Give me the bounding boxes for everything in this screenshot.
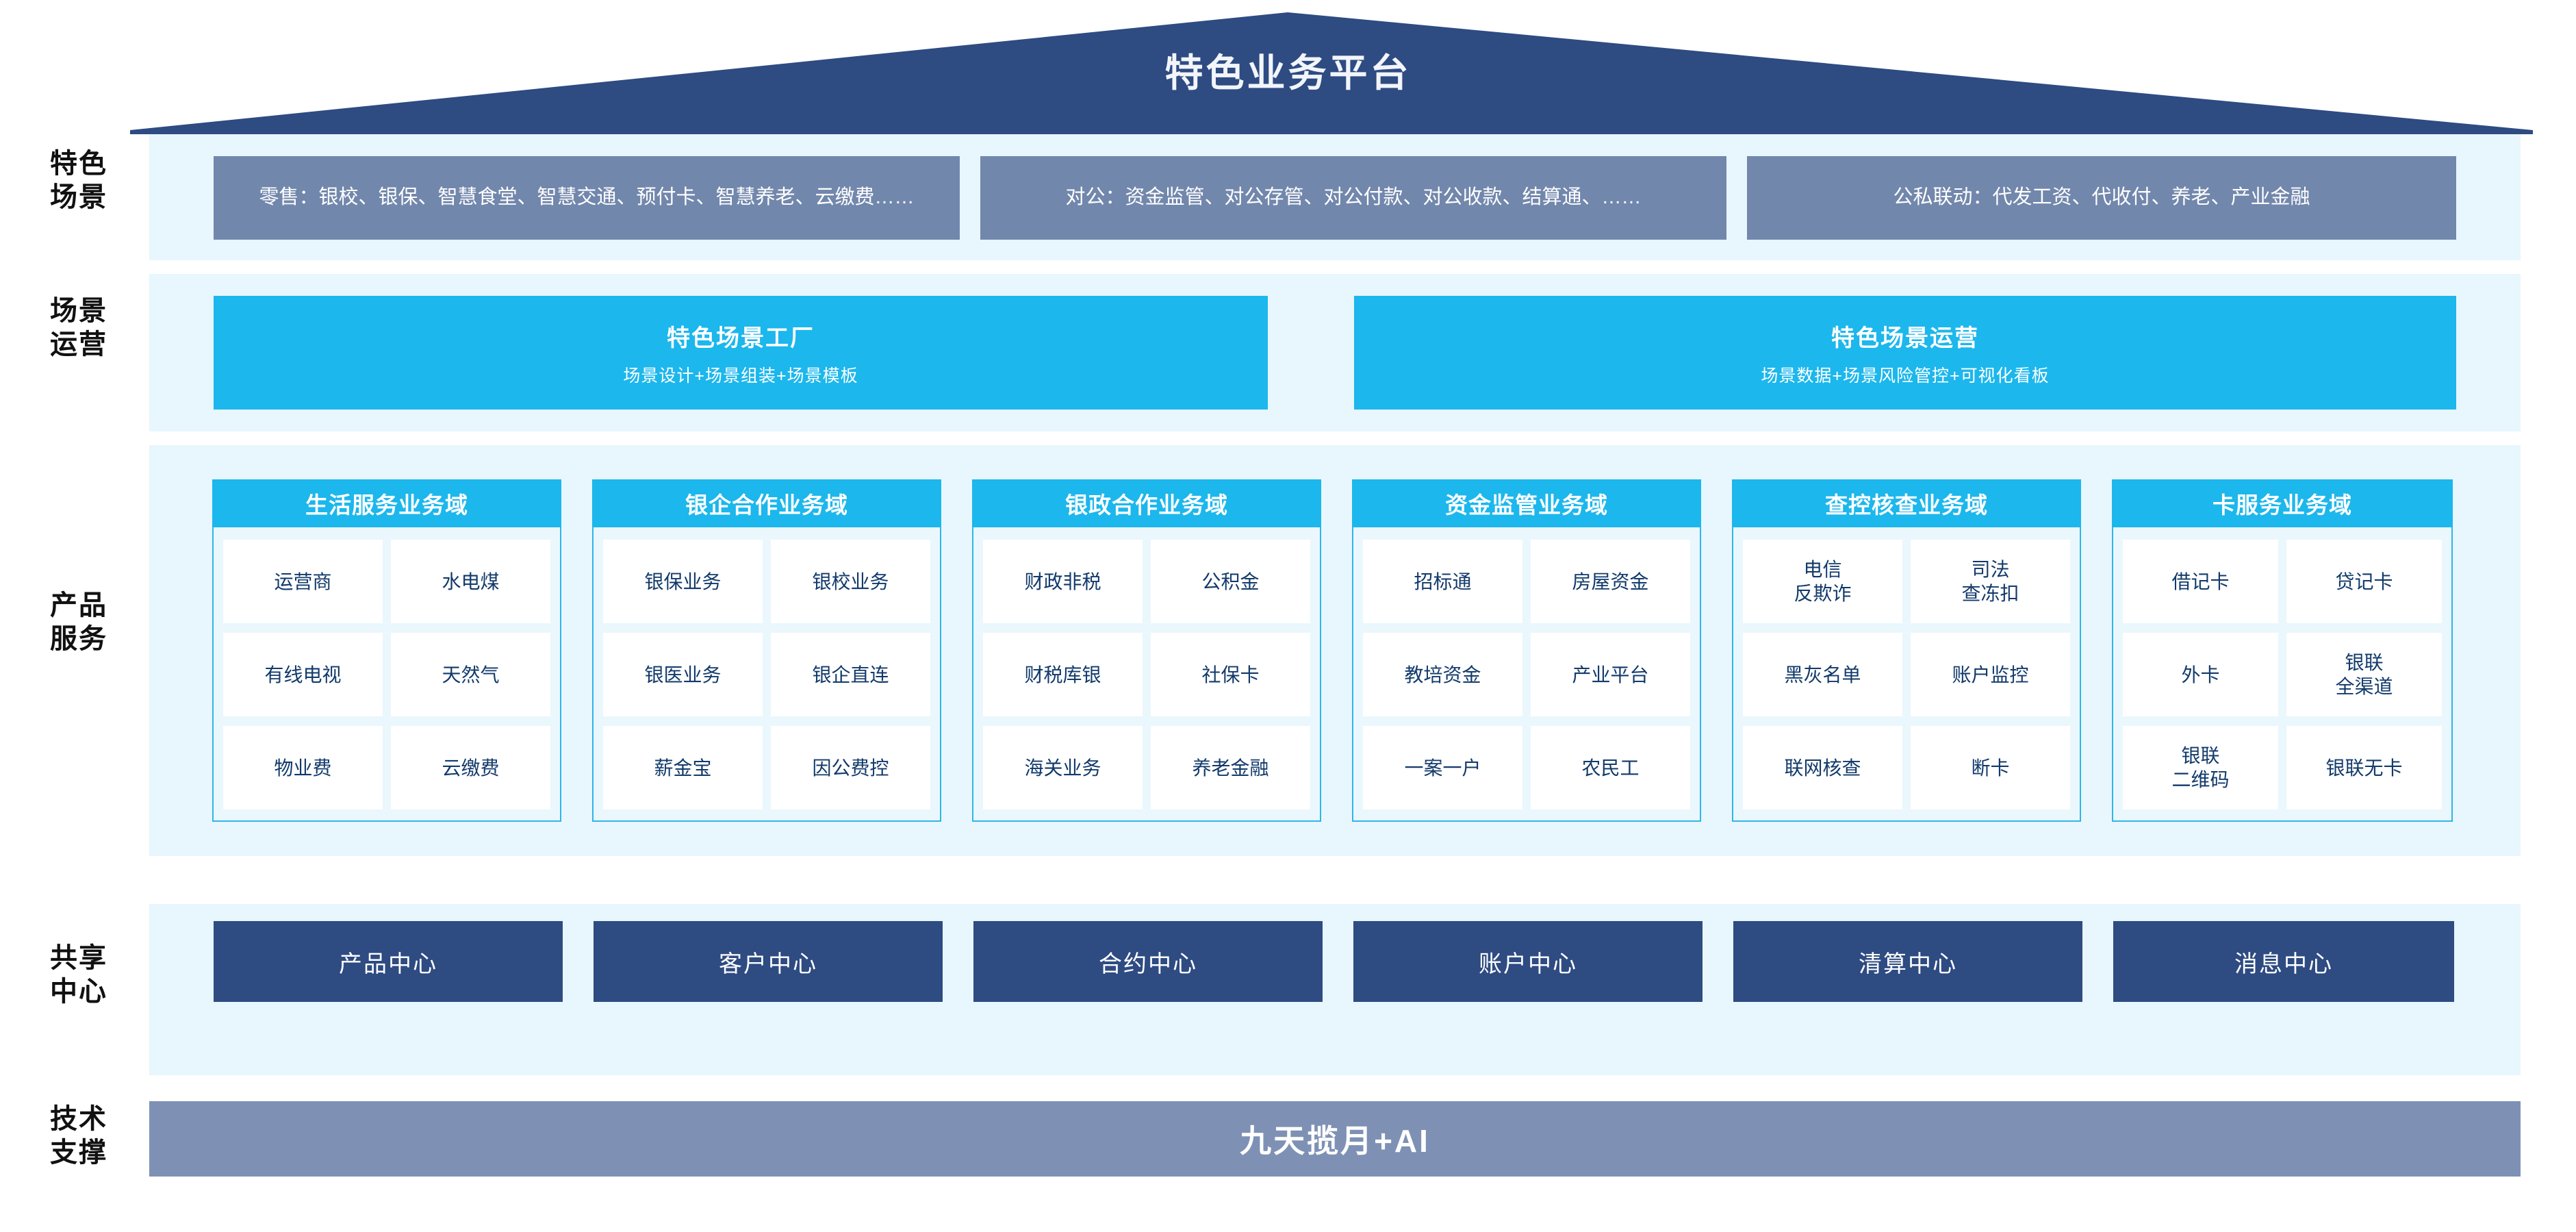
scenario-corporate-text: 对公：资金监管、对公存管、对公付款、对公收款、结算通、…… (1065, 186, 1642, 209)
tile[interactable]: 云缴费 (391, 726, 550, 809)
domain-card-control-verification[interactable]: 查控核查业务域 电信 反欺诈 司法 查冻扣 黑灰名单 账户监控 联网核查 断卡 (1732, 479, 2081, 822)
domain-card-card-service-title: 卡服务业务域 (2112, 479, 2453, 527)
tile[interactable]: 司法 查冻扣 (1911, 540, 2070, 623)
tile[interactable]: 黑灰名单 (1743, 633, 1902, 716)
domain-card-card-service-tiles: 借记卡 贷记卡 外卡 银联 全渠道 银联 二维码 银联无卡 (2113, 527, 2451, 819)
hub-label: 消息中心 (2234, 951, 2333, 977)
domain-card-life-service-tiles: 运营商 水电煤 有线电视 天然气 物业费 云缴费 (214, 527, 560, 819)
domain-card-bank-enterprise-title: 银企合作业务域 (592, 479, 941, 527)
tile[interactable]: 电信 反欺诈 (1743, 540, 1902, 623)
domain-card-bank-government-title: 银政合作业务域 (972, 479, 1321, 527)
operation-box-scene-factory[interactable]: 特色场景工厂 场景设计+场景组装+场景模板 (214, 296, 1268, 410)
tile[interactable]: 养老金融 (1151, 726, 1310, 809)
domain-card-fund-supervision-title: 资金监管业务域 (1352, 479, 1701, 527)
tile[interactable]: 断卡 (1911, 726, 2070, 809)
tile[interactable]: 账户监控 (1911, 633, 2070, 716)
tech-support-band: 九天揽月+AI (149, 1089, 2521, 1212)
platform-roof: 特色业务平台 (0, 0, 2576, 137)
sidebar-label-product: 产品 服务 (50, 590, 107, 654)
sidebar-item-shared: 共享 中心 (21, 942, 137, 1009)
scene-factory-subtitle: 场景设计+场景组装+场景模板 (623, 366, 858, 386)
tile[interactable]: 天然气 (391, 633, 550, 716)
tile[interactable]: 外卡 (2123, 633, 2278, 716)
domain-card-bank-government[interactable]: 银政合作业务域 财政非税 公积金 财税库银 社保卡 海关业务 养老金融 (972, 479, 1321, 822)
tile[interactable]: 银医业务 (603, 633, 763, 716)
hub-message-center[interactable]: 消息中心 (2113, 921, 2454, 1002)
hub-label: 客户中心 (719, 951, 817, 977)
tile[interactable]: 运营商 (223, 540, 383, 623)
domain-card-bank-government-tiles: 财政非税 公积金 财税库银 社保卡 海关业务 养老金融 (973, 527, 1320, 819)
scenario-box-retail[interactable]: 零售：银校、银保、智慧食堂、智慧交通、预付卡、智慧养老、云缴费…… (214, 156, 960, 240)
domain-card-fund-supervision[interactable]: 资金监管业务域 招标通 房屋资金 教培资金 产业平台 一案一户 农民工 (1352, 479, 1701, 822)
tile[interactable]: 因公费控 (771, 726, 930, 809)
tile[interactable]: 教培资金 (1363, 633, 1522, 716)
tile[interactable]: 薪金宝 (603, 726, 763, 809)
tile[interactable]: 水电煤 (391, 540, 550, 623)
scene-operation-subtitle: 场景数据+场景风险管控+可视化看板 (1761, 366, 2050, 386)
tile[interactable]: 房屋资金 (1531, 540, 1690, 623)
scenario-public-private-text: 公私联动：代发工资、代收付、养老、产业金融 (1893, 186, 2310, 209)
operation-box-scene-operation[interactable]: 特色场景运营 场景数据+场景风险管控+可视化看板 (1354, 296, 2456, 410)
tile[interactable]: 贷记卡 (2286, 540, 2442, 623)
tile[interactable]: 联网核查 (1743, 726, 1902, 809)
domain-card-life-service-title: 生活服务业务域 (212, 479, 561, 527)
hub-contract-center[interactable]: 合约中心 (973, 921, 1323, 1002)
sidebar-item-product: 产品 服务 (21, 589, 137, 656)
hub-label: 清算中心 (1859, 951, 1957, 977)
tile[interactable]: 公积金 (1151, 540, 1310, 623)
tile[interactable]: 财政非税 (983, 540, 1143, 623)
tile[interactable]: 银保业务 (603, 540, 763, 623)
shared-center-band: 产品中心 客户中心 合约中心 账户中心 清算中心 消息中心 (149, 904, 2521, 1075)
tech-support-box[interactable]: 九天揽月+AI (149, 1101, 2521, 1177)
hub-label: 账户中心 (1479, 951, 1577, 977)
domain-card-control-verification-tiles: 电信 反欺诈 司法 查冻扣 黑灰名单 账户监控 联网核查 断卡 (1733, 527, 2080, 819)
scene-factory-title: 特色场景工厂 (667, 325, 815, 351)
tile[interactable]: 有线电视 (223, 633, 383, 716)
sidebar-label-operation: 场景 运营 (50, 296, 107, 360)
tile[interactable]: 银联 全渠道 (2286, 633, 2442, 716)
tile[interactable]: 银企直连 (771, 633, 930, 716)
operation-band: 特色场景工厂 场景设计+场景组装+场景模板 特色场景运营 场景数据+场景风险管控… (149, 274, 2521, 431)
tile[interactable]: 银校业务 (771, 540, 930, 623)
tile[interactable]: 财税库银 (983, 633, 1143, 716)
tile[interactable]: 一案一户 (1363, 726, 1522, 809)
hub-settlement-center[interactable]: 清算中心 (1733, 921, 2082, 1002)
hub-product-center[interactable]: 产品中心 (214, 921, 563, 1002)
sidebar-label-shared: 共享 中心 (50, 943, 107, 1007)
tile[interactable]: 社保卡 (1151, 633, 1310, 716)
scenario-retail-text: 零售：银校、银保、智慧食堂、智慧交通、预付卡、智慧养老、云缴费…… (259, 186, 915, 209)
domain-card-life-service[interactable]: 生活服务业务域 运营商 水电煤 有线电视 天然气 物业费 云缴费 (212, 479, 561, 822)
tile[interactable]: 物业费 (223, 726, 383, 809)
domain-card-bank-enterprise-tiles: 银保业务 银校业务 银医业务 银企直连 薪金宝 因公费控 (594, 527, 940, 819)
domain-card-control-verification-title: 查控核查业务域 (1732, 479, 2081, 527)
sidebar-item-operation: 场景 运营 (21, 294, 137, 362)
roof-shape (130, 12, 2533, 134)
scenario-box-corporate[interactable]: 对公：资金监管、对公存管、对公付款、对公收款、结算通、…… (980, 156, 1726, 240)
tile[interactable]: 产业平台 (1531, 633, 1690, 716)
hub-label: 合约中心 (1099, 951, 1197, 977)
domain-card-bank-enterprise[interactable]: 银企合作业务域 银保业务 银校业务 银医业务 银企直连 薪金宝 因公费控 (592, 479, 941, 822)
tech-support-label: 九天揽月+AI (1240, 1123, 1430, 1159)
hub-account-center[interactable]: 账户中心 (1353, 921, 1703, 1002)
sidebar-item-tech: 技术 支撑 (21, 1103, 137, 1170)
tile[interactable]: 银联无卡 (2286, 726, 2442, 809)
sidebar-label-tech: 技术 支撑 (50, 1104, 107, 1168)
domain-card-card-service[interactable]: 卡服务业务域 借记卡 贷记卡 外卡 银联 全渠道 银联 二维码 银联无卡 (2112, 479, 2453, 822)
scene-operation-title: 特色场景运营 (1831, 325, 1979, 351)
tile[interactable]: 海关业务 (983, 726, 1143, 809)
scenario-box-public-private[interactable]: 公私联动：代发工资、代收付、养老、产业金融 (1747, 156, 2456, 240)
hub-customer-center[interactable]: 客户中心 (594, 921, 943, 1002)
scenario-band: 零售：银校、银保、智慧食堂、智慧交通、预付卡、智慧养老、云缴费…… 对公：资金监… (149, 134, 2521, 260)
domain-card-fund-supervision-tiles: 招标通 房屋资金 教培资金 产业平台 一案一户 农民工 (1353, 527, 1700, 819)
tile[interactable]: 银联 二维码 (2123, 726, 2278, 809)
hub-label: 产品中心 (339, 951, 437, 977)
tile[interactable]: 借记卡 (2123, 540, 2278, 623)
tile[interactable]: 招标通 (1363, 540, 1522, 623)
sidebar-item-scenario: 特色 场景 (21, 147, 137, 214)
tile[interactable]: 农民工 (1531, 726, 1690, 809)
sidebar-label-scenario: 特色 场景 (50, 149, 107, 212)
page-title: 特色业务平台 (1164, 51, 1412, 95)
